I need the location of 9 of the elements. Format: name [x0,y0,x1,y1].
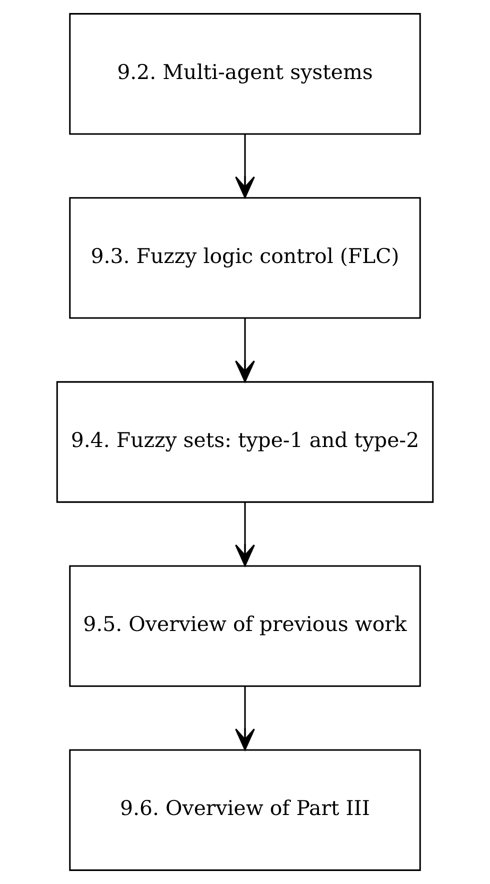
node-box: 9.2. Multi-agent systems [69,13,421,135]
node-box: 9.4. Fuzzy sets: type-1 and type-2 [56,381,434,503]
arrow [235,134,255,198]
node-box: 9.6. Overview of Part III [69,749,421,871]
arrow [235,686,255,750]
node-box: 9.3. Fuzzy logic control (FLC) [69,197,421,319]
node-box: 9.5. Overview of previous work [69,565,421,687]
arrow [235,502,255,566]
arrow [235,318,255,382]
